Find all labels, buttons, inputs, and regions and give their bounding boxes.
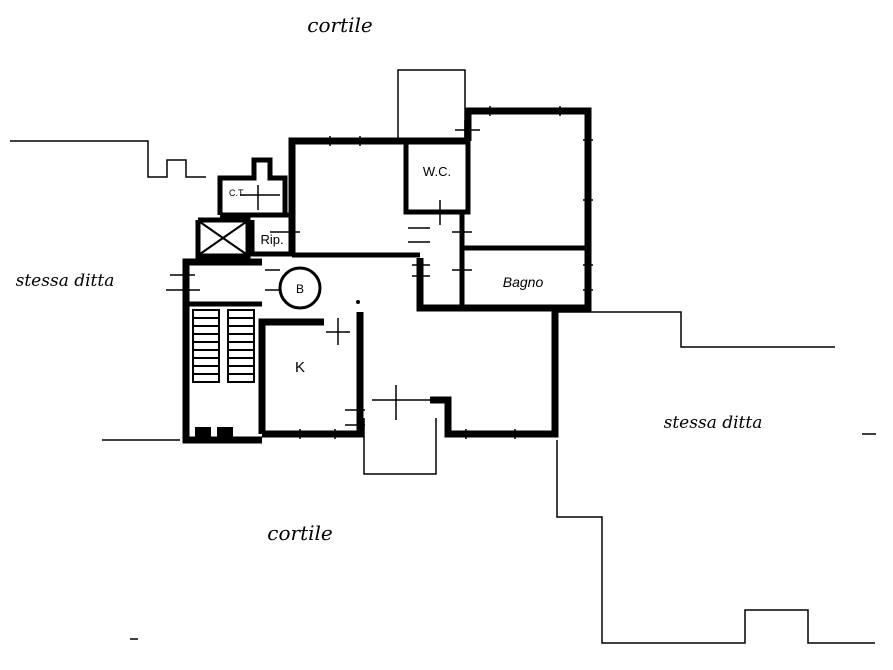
- room-label-bath: Bagno: [503, 274, 544, 290]
- interior-walls: [186, 141, 588, 308]
- wall-north: [288, 137, 398, 255]
- room-label-storage: Rip.: [260, 232, 283, 247]
- neighbor-label-left: stessa ditta: [16, 271, 115, 291]
- wall-northeast: [464, 107, 592, 312]
- boundary-right: [557, 311, 835, 348]
- room-label-kitchen: K: [295, 359, 305, 376]
- wall-south-mid: [262, 400, 364, 438]
- balconies: [363, 69, 466, 475]
- boundary-top-left: [10, 140, 206, 178]
- staircase: [192, 309, 255, 443]
- courtyard-label-top: cortile: [307, 13, 372, 37]
- wall-rip-box: [249, 220, 292, 257]
- balcony-bottom: [363, 418, 437, 475]
- wall-east-lower: [430, 308, 559, 438]
- site-boundaries: [10, 140, 876, 644]
- stair-flight-left: [192, 309, 220, 383]
- boundary-bottom-right: [556, 440, 875, 644]
- neighbor-label-right: stessa ditta: [664, 413, 763, 433]
- room-label-wc: W.C.: [423, 164, 451, 179]
- courtyard-label-bottom: cortile: [267, 521, 332, 545]
- boiler-dot: [356, 300, 360, 304]
- stair-flight-right: [227, 309, 255, 383]
- balcony-top: [397, 69, 466, 138]
- room-label-boiler: B: [296, 282, 304, 296]
- wall-bath-south: [416, 258, 557, 312]
- openings: [166, 106, 593, 439]
- wall-shaft-box: [195, 217, 251, 259]
- wall-wc-box: [403, 141, 471, 215]
- stair-landing-base: [195, 427, 211, 443]
- wall-ct-box: [217, 157, 288, 215]
- wall-stair-box: [258, 318, 324, 434]
- room-label-ct: C.T.: [229, 188, 245, 198]
- boiler-symbol: [278, 266, 322, 310]
- shaft: [199, 221, 247, 255]
